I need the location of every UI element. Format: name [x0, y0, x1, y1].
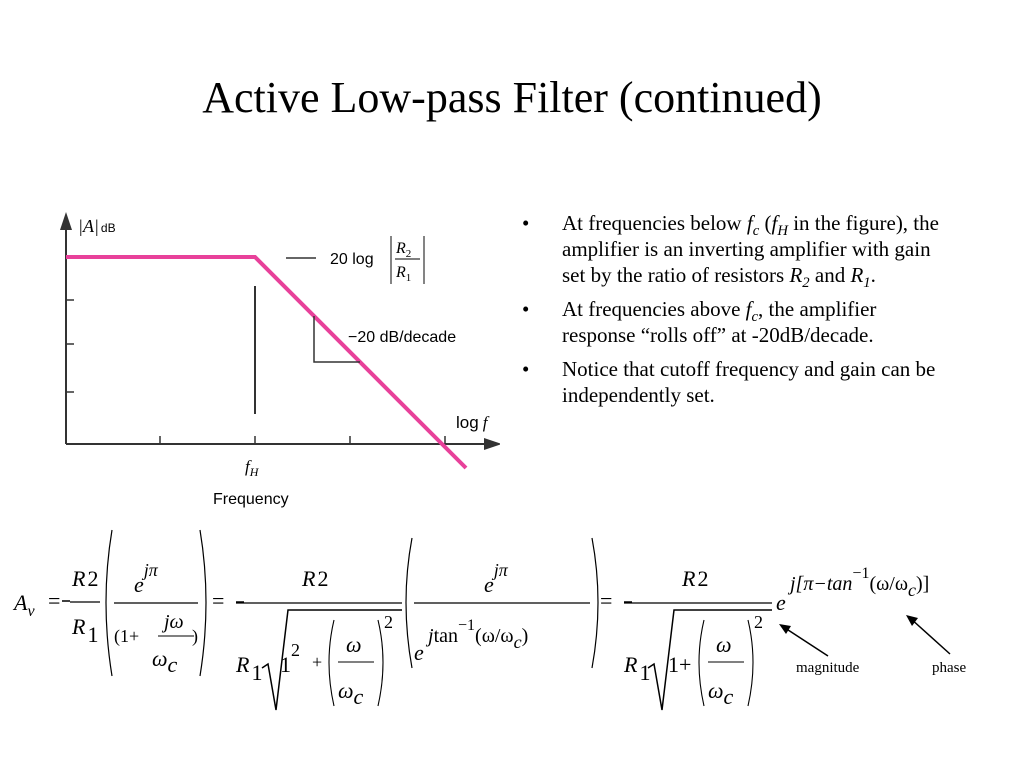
eq-e-2: e — [414, 640, 424, 665]
eq-w-top-1: ω — [346, 632, 362, 657]
eq-one-plus-2: 1+ — [668, 652, 691, 677]
phase-arrowhead — [906, 615, 918, 626]
eq-w-top-2: ω — [716, 632, 732, 657]
magnitude-arrow — [781, 625, 829, 657]
eq-R1-bottom: R1 — [71, 614, 98, 647]
eq-wc-2: ωc — [338, 678, 364, 709]
transfer-function-equation: Av = R2 R1 ejπ (1+ jω ) ωc = R2 R1 12 + … — [12, 529, 966, 711]
eq-equals-2: = — [212, 588, 224, 613]
x-axis-caption: Frequency — [213, 491, 289, 508]
eq-R1-bottom-3: R1 — [623, 652, 650, 685]
phase-arrow — [909, 617, 951, 655]
eq-phase-exponent: j[π−tan−1(ω/ωc)] — [787, 565, 929, 600]
x-axis-arrow — [484, 438, 500, 450]
slide-title: Active Low-pass Filter (continued) — [202, 73, 822, 122]
eq-paren-open-1 — [105, 529, 113, 677]
eq-e-jpi-1: ejπ — [134, 560, 159, 597]
ratio-denominator: R1 — [395, 264, 411, 284]
eq-denominator-1: (1+ — [114, 626, 139, 647]
cutoff-label: fH — [245, 457, 260, 479]
eq-paren-close-1 — [199, 529, 207, 677]
eq-wc-1: ωc — [152, 646, 178, 677]
eq-paren-close-3 — [591, 537, 599, 669]
slope-label: −20 dB/decade — [348, 329, 456, 346]
eq-sqrt-1 — [261, 609, 402, 711]
eq-equals-1: = — [48, 588, 60, 613]
slope-triangle — [313, 316, 360, 363]
bullet-item: • Notice that cutoff frequency and gain … — [522, 357, 936, 407]
eq-exp-denominator: jtan−1(ω/ωc) — [425, 617, 528, 652]
eq-R1-bottom-2: R1 — [235, 652, 262, 685]
eq-plus-1: + — [312, 652, 322, 672]
eq-squared-2: 2 — [754, 612, 763, 632]
eq-R2-top-3: R2 — [681, 566, 708, 591]
eq-R2-top-2: R2 — [301, 566, 328, 591]
eq-equals-3: = — [600, 588, 612, 613]
eq-squared-1: 2 — [384, 612, 393, 632]
y-axis-label: |A|dB — [78, 216, 116, 236]
eq-paren-close-2 — [377, 619, 384, 707]
magnitude-arrowhead — [779, 624, 791, 634]
passband-gain-label: 20 log — [330, 251, 374, 268]
bullet-list: • At frequencies below fc (fH in the fig… — [520, 210, 950, 416]
ratio-numerator: R2 — [395, 240, 411, 260]
eq-jw: jω — [161, 611, 184, 633]
bullet-item: • At frequencies below fc (fH in the fig… — [522, 211, 939, 292]
eq-paren-close-4 — [747, 619, 754, 707]
bullet-item: • At frequencies above fc, the amplifier… — [522, 297, 877, 347]
eq-close-paren-1: ) — [192, 626, 198, 647]
eq-paren-open-3 — [405, 537, 413, 669]
eq-sqrt-2 — [647, 609, 772, 711]
phase-label: phase — [932, 660, 966, 676]
eq-wc-3: ωc — [708, 678, 734, 709]
y-axis-arrow — [60, 212, 72, 230]
eq-e-jpi-2: ejπ — [484, 560, 509, 597]
response-curve — [66, 255, 468, 470]
eq-e-phase: e — [776, 590, 786, 615]
eq-paren-open-2 — [328, 619, 335, 707]
eq-R2-top: R2 — [71, 566, 98, 591]
magnitude-label: magnitude — [796, 660, 860, 676]
eq-1-squared: 12 — [280, 640, 300, 677]
eq-paren-open-4 — [698, 619, 705, 707]
eq-Av: Av — [12, 590, 35, 620]
